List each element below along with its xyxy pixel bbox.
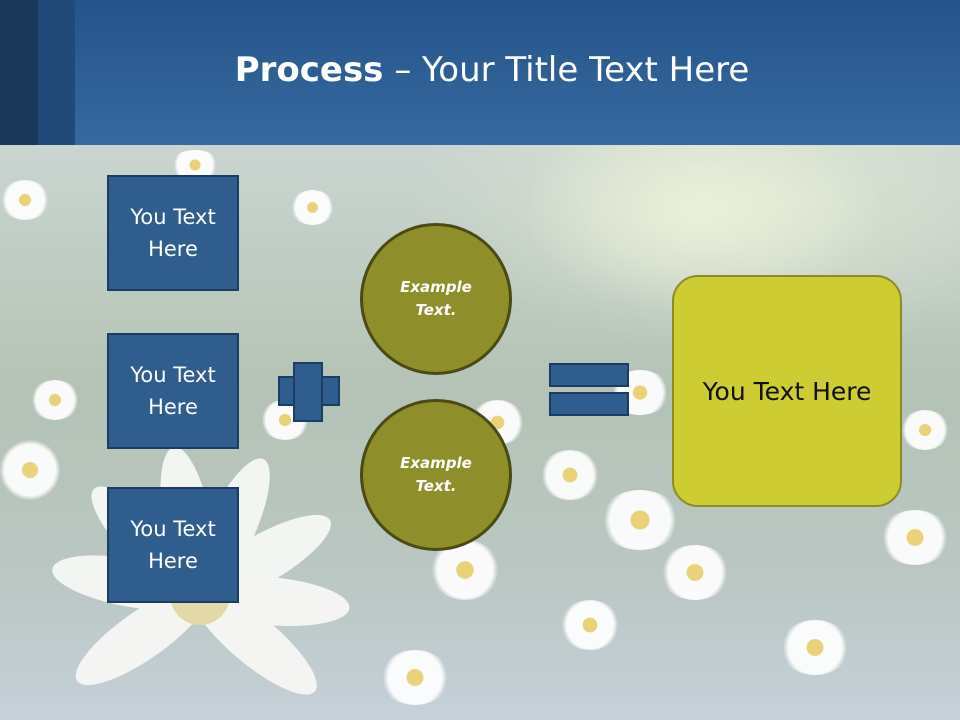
circle-label: Example Text. [400,454,472,495]
title-bar: Process – Your Title Text Here [0,0,960,145]
input-box-1: You Text Here [107,175,239,291]
input-box-label: You Text Here [130,205,216,261]
title-bold: Process [234,50,384,90]
input-box-3: You Text Here [107,487,239,603]
slide-title: Process – Your Title Text Here [0,50,960,90]
example-circle-2: Example Text. [360,399,512,551]
input-box-2: You Text Here [107,333,239,449]
input-box-label: You Text Here [130,363,216,419]
result-box: You Text Here [672,275,902,507]
header-stripe [38,0,75,145]
input-box-label: You Text Here [130,517,216,573]
example-circle-1: Example Text. [360,223,512,375]
circle-label: Example Text. [400,278,472,319]
result-label: You Text Here [702,376,872,406]
header-stripe [0,0,38,145]
title-rest: – Your Title Text Here [383,50,750,90]
